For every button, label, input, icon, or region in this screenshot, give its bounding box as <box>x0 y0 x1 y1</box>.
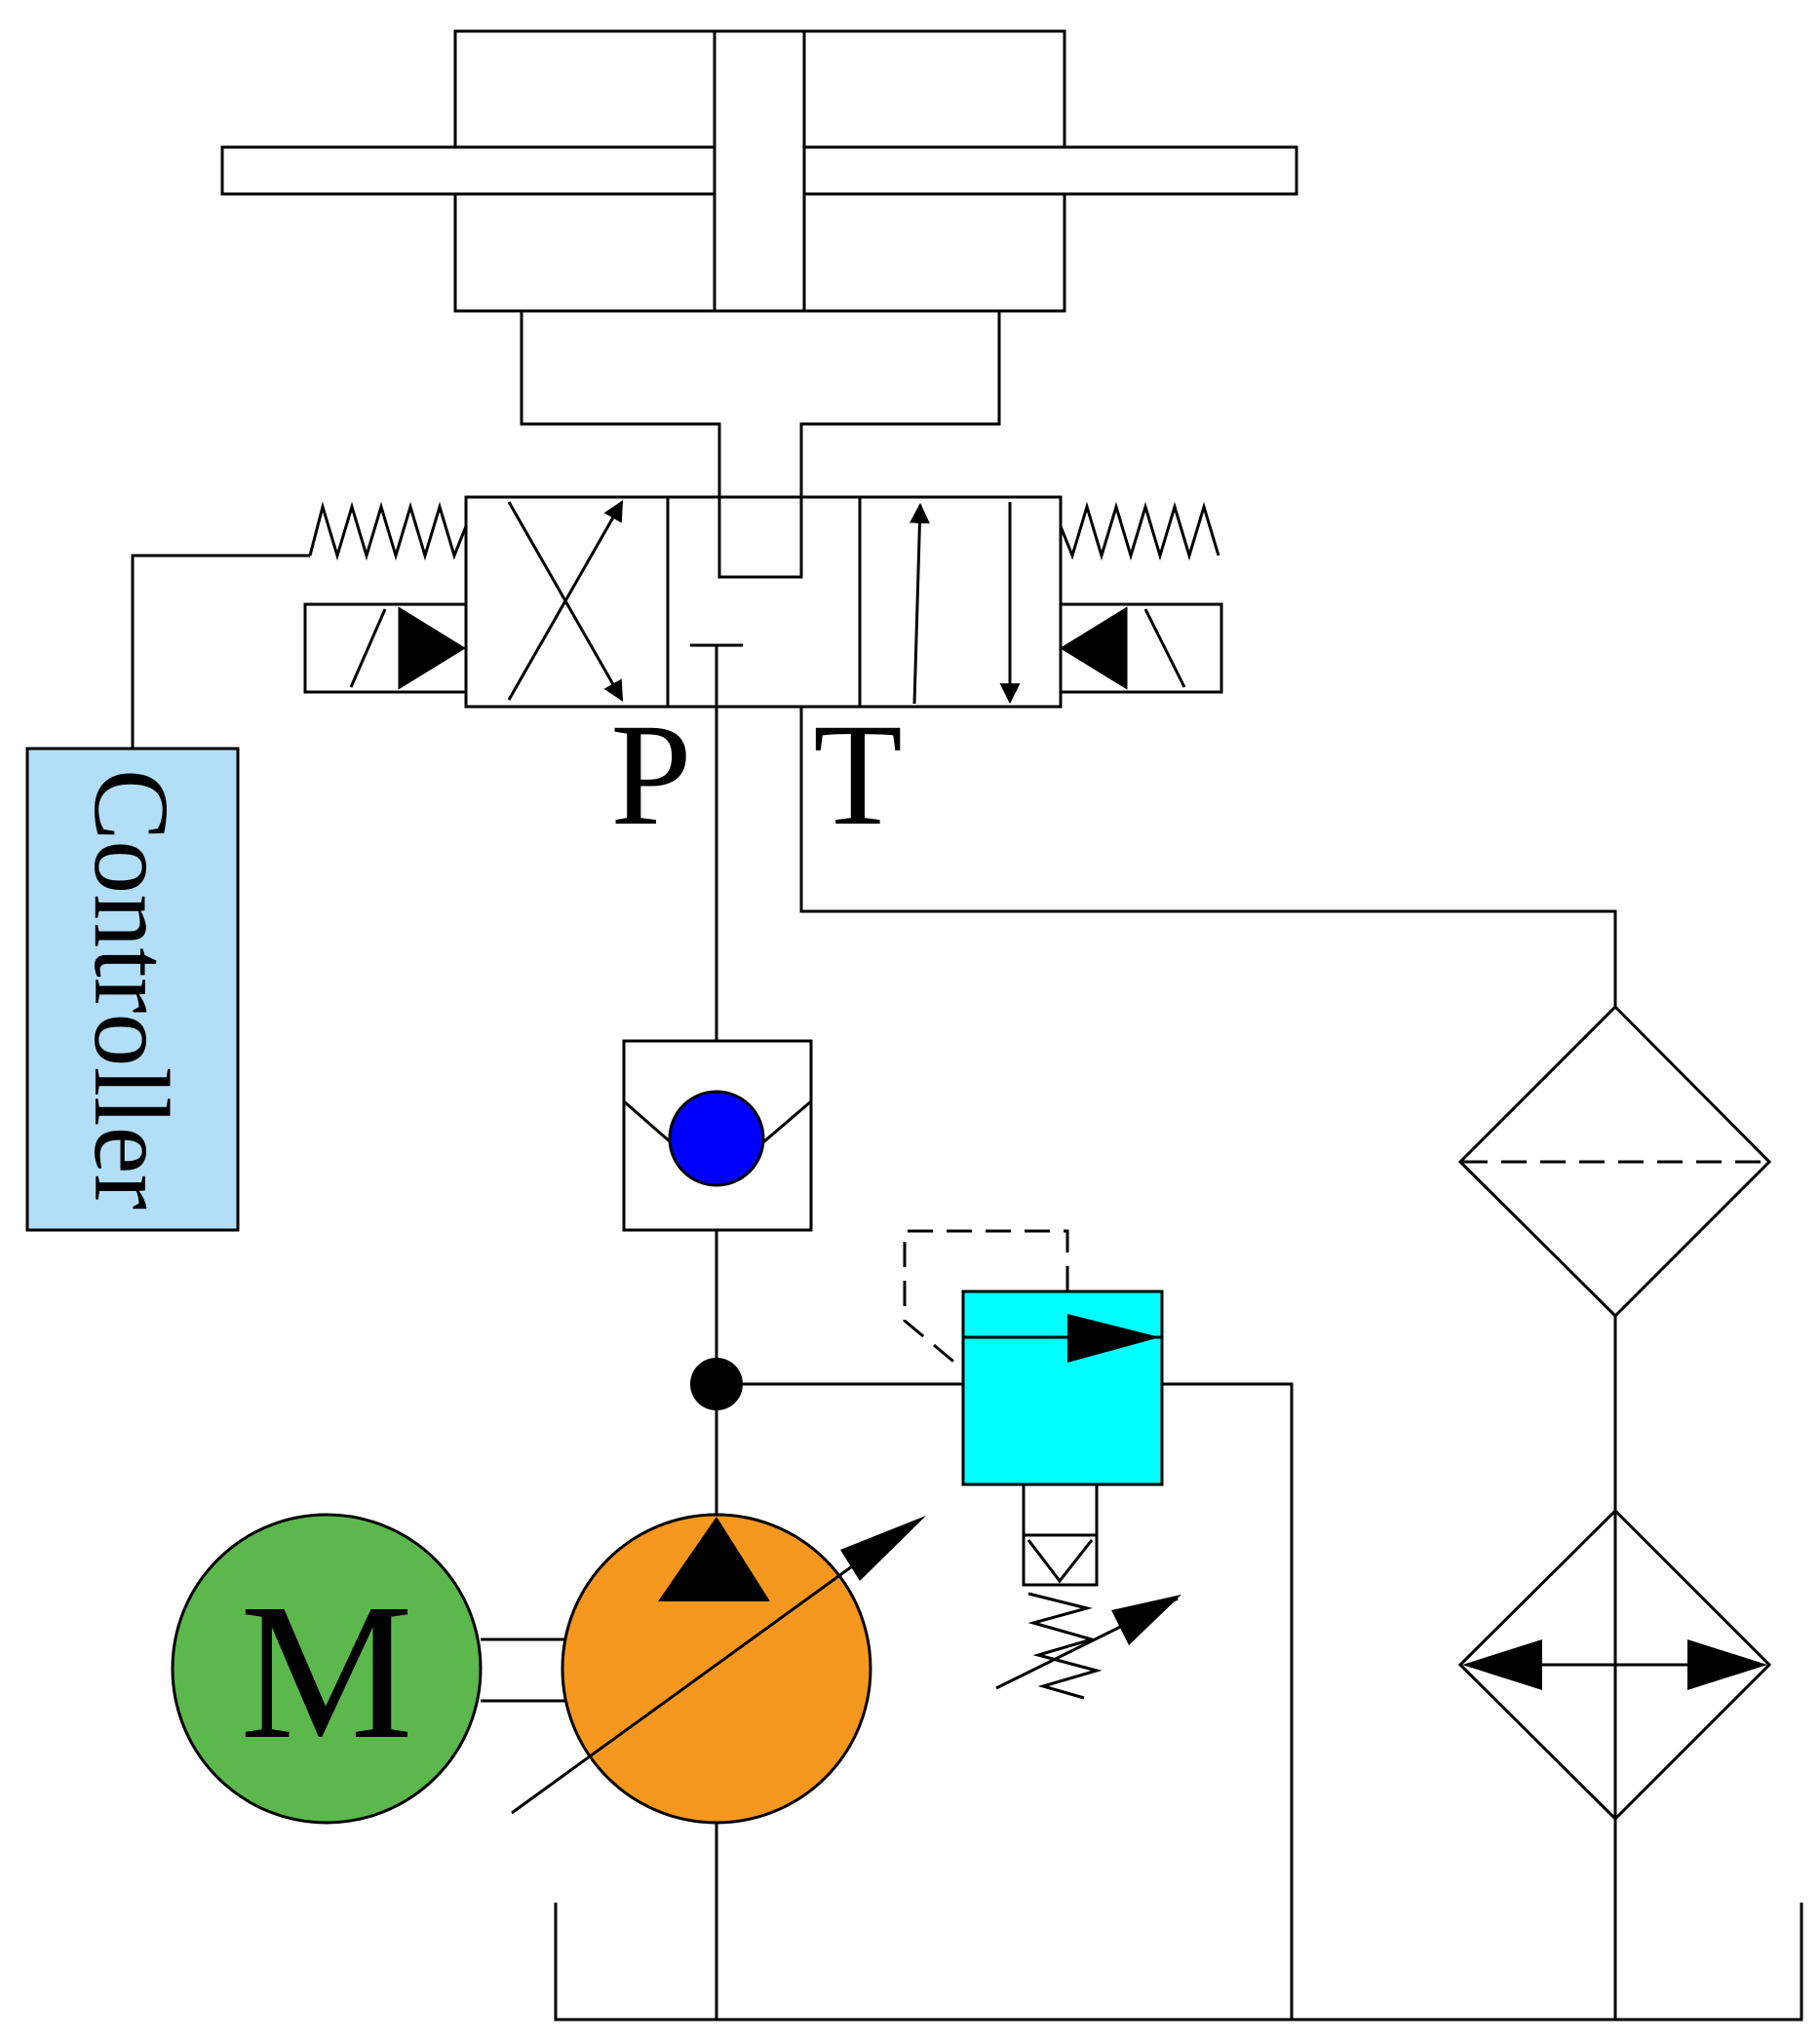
relief-return-line <box>1162 1382 1294 2020</box>
electric-motor: M <box>171 1513 483 1825</box>
pump-flow-triangle <box>658 1517 770 1601</box>
filter <box>1457 1004 1772 1319</box>
motor-label: M <box>240 1564 413 1780</box>
right-solenoid <box>1059 602 1223 694</box>
motor-shaft <box>481 1637 565 1703</box>
valve-body <box>464 495 1063 709</box>
controller-label: Controller <box>72 769 191 1210</box>
port-p-label: P <box>610 694 691 856</box>
heat-exchanger <box>1457 1508 1772 1822</box>
directional-control-valve <box>303 495 1223 709</box>
valve-envelope-center <box>690 497 803 707</box>
controller-signal-line <box>131 554 310 749</box>
controller-box <box>25 747 240 1232</box>
reservoir <box>554 1903 1803 2022</box>
cylinder-rod-left <box>220 145 716 196</box>
valve-envelope-crossed <box>507 500 624 702</box>
cylinder-port-lines <box>520 311 1001 497</box>
pilot-line <box>903 1229 1069 1371</box>
controller: Controller <box>25 747 240 1232</box>
check-valve <box>622 1039 813 1232</box>
variable-displacement-pump <box>511 1513 926 1825</box>
cylinder-rod-right <box>802 145 1298 196</box>
left-solenoid <box>303 602 468 694</box>
right-spring <box>1059 501 1220 561</box>
check-valve-ball <box>668 1090 765 1187</box>
left-spring <box>308 501 468 561</box>
valve-envelope-parallel <box>909 502 1021 705</box>
pressure-relief-valve <box>903 1229 1181 1700</box>
cylinder-piston <box>713 29 806 313</box>
hydraulic-cylinder <box>220 29 1298 313</box>
return-line <box>799 707 1617 1007</box>
relief-spring <box>1027 1592 1103 1700</box>
port-t-label: T <box>813 694 903 856</box>
